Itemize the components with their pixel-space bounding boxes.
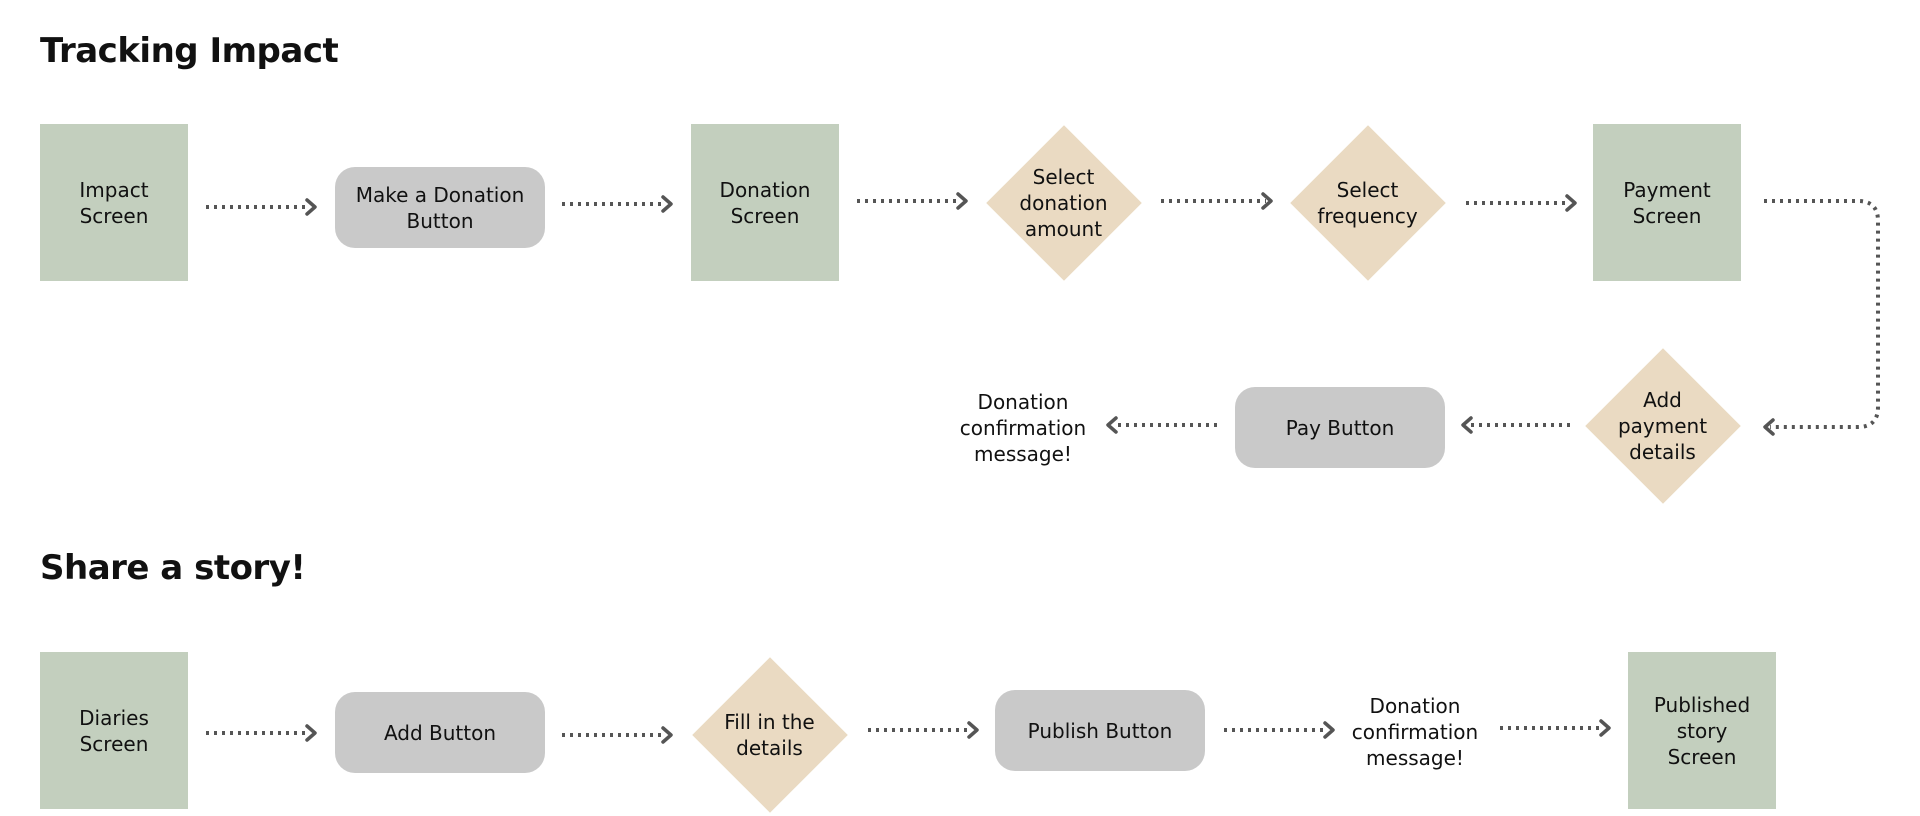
add-button-node: Add Button: [335, 692, 545, 773]
section-title-tracking-impact: Tracking Impact: [40, 31, 339, 71]
donation-confirmation-message: Donation confirmation message!: [948, 386, 1098, 470]
add-payment-details-node: Add payment details: [1584, 347, 1741, 504]
donation-screen-label: Donation Screen: [719, 177, 811, 228]
select-donation-amount-label: Select donation amount: [1019, 164, 1108, 241]
arrowhead: [1461, 416, 1473, 434]
impact-screen-label: Impact Screen: [79, 177, 149, 228]
publish-button-label: Publish Button: [1027, 718, 1173, 743]
arrowhead: [305, 724, 317, 742]
arrowhead: [1106, 416, 1118, 434]
add-button-label: Add Button: [383, 720, 497, 745]
donation-confirmation-message-text: Donation confirmation message!: [959, 390, 1087, 466]
arrowhead: [1763, 418, 1775, 436]
arrowhead: [956, 192, 968, 210]
impact-screen-node: Impact Screen: [40, 124, 188, 281]
share-donation-confirmation-message-text: Donation confirmation message!: [1351, 694, 1479, 770]
make-donation-button-node: Make a Donation Button: [335, 167, 545, 248]
arrowhead: [661, 726, 673, 744]
diaries-screen-label: Diaries Screen: [79, 705, 149, 756]
select-frequency-label: Select frequency: [1317, 177, 1418, 228]
make-donation-button-label: Make a Donation Button: [355, 182, 525, 233]
pay-button-node: Pay Button: [1235, 387, 1445, 468]
arrowhead: [305, 198, 317, 216]
share-donation-confirmation-message: Donation confirmation message!: [1340, 690, 1490, 774]
arrowhead: [967, 721, 979, 739]
fill-details-node: Fill in the details: [691, 656, 848, 813]
arrowhead: [661, 195, 673, 213]
arrowhead: [1565, 194, 1577, 212]
published-story-screen-label: Published story Screen: [1653, 692, 1751, 769]
select-donation-amount-node: Select donation amount: [985, 124, 1142, 281]
add-payment-details-label: Add payment details: [1617, 387, 1708, 464]
publish-button-node: Publish Button: [995, 690, 1205, 771]
pay-button-label: Pay Button: [1285, 415, 1395, 440]
select-frequency-node: Select frequency: [1289, 124, 1446, 281]
diaries-screen-node: Diaries Screen: [40, 652, 188, 809]
payment-screen-label: Payment Screen: [1623, 177, 1711, 228]
donation-screen-node: Donation Screen: [691, 124, 839, 281]
arrowhead: [1261, 192, 1273, 210]
arrowhead: [1323, 721, 1335, 739]
arrow-payment-to-add-details: [1764, 199, 1880, 429]
published-story-screen-node: Published story Screen: [1628, 652, 1776, 809]
arrowhead: [1599, 719, 1611, 737]
fill-details-label: Fill in the details: [724, 709, 815, 760]
payment-screen-node: Payment Screen: [1593, 124, 1741, 281]
section-title-share-story: Share a story!: [40, 548, 306, 588]
